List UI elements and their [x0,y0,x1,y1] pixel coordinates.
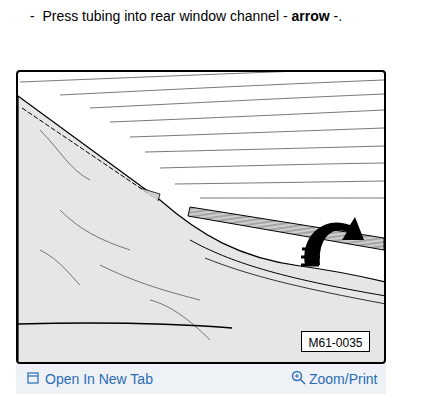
figure-number: M61-0035 [308,336,362,350]
instruction-text: -. [333,8,342,24]
instruction-text: - Press tubing into rear window channel … [30,8,288,24]
instruction-line: - Press tubing into rear window channel … [30,8,342,24]
new-tab-icon [28,373,38,383]
figure-number-box: M61-0035 [301,331,370,352]
window-drawing [18,72,384,362]
toolbar-link: Open In New Tab [45,371,153,387]
toolbar [16,364,386,394]
toolbar-link: Zoom/Print [309,371,377,387]
zoom-icon [293,372,306,385]
instruction-text: arrow [291,8,329,24]
figure-frame [17,71,385,363]
